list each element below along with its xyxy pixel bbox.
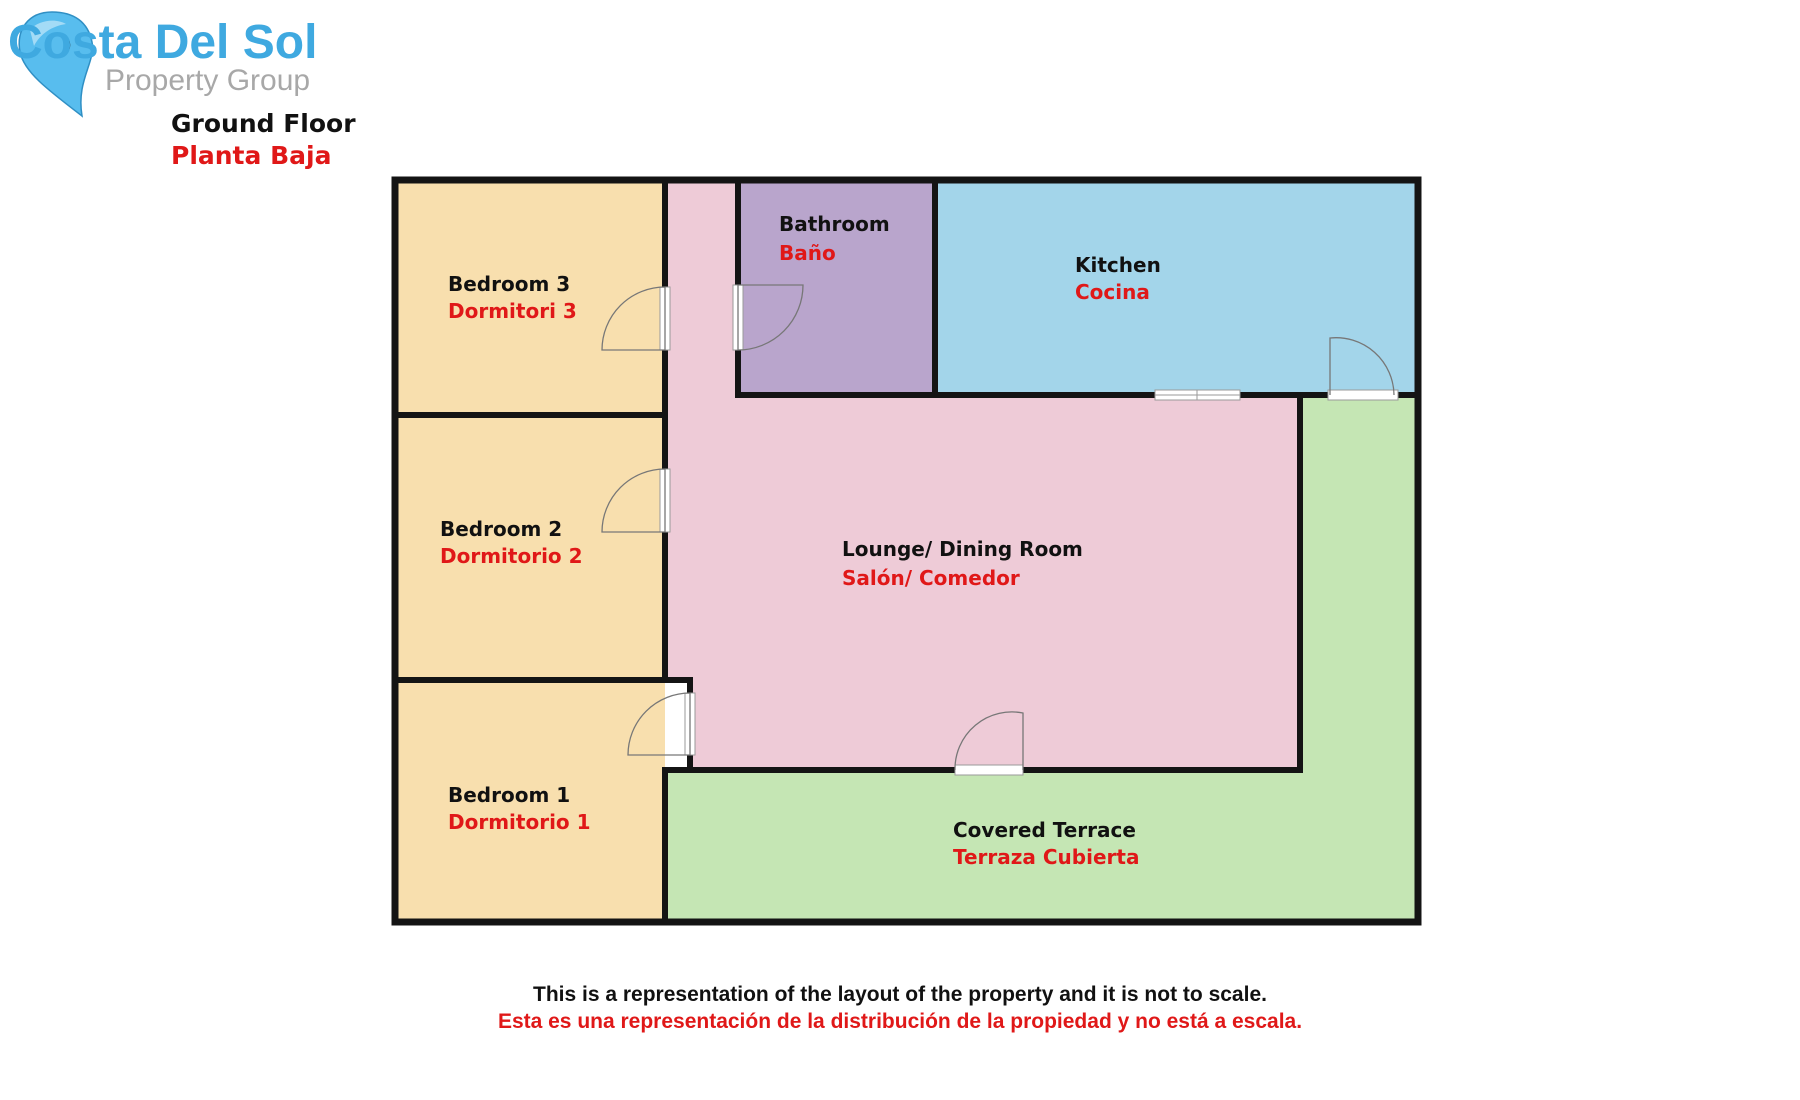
brand-tagline: Property Group [105, 64, 310, 97]
label-terrace-es: Terraza Cubierta [953, 845, 1139, 869]
kitchen-window [1154, 389, 1241, 401]
door-bathroom [737, 284, 804, 351]
label-kitchen-en: Kitchen [1075, 253, 1161, 277]
label-lounge-en: Lounge/ Dining Room [842, 537, 1083, 561]
room-kitchen [935, 180, 1418, 395]
room-bedroom-3 [395, 180, 665, 415]
brand-name: Costa Del Sol [8, 16, 317, 69]
door-kitchen [1329, 337, 1395, 396]
label-bedroom-1-en: Bedroom 1 [448, 783, 570, 807]
label-bedroom-2-es: Dormitorio 2 [440, 544, 583, 568]
room-bedroom-2 [395, 415, 665, 680]
label-bedroom-3-es: Dormitori 3 [448, 299, 577, 323]
door-bedroom-2 [601, 468, 666, 533]
door-bedroom-1 [627, 692, 691, 756]
floor-title-en: Ground Floor [171, 109, 356, 138]
label-bedroom-3-en: Bedroom 3 [448, 272, 570, 296]
room-bathroom [738, 180, 935, 395]
label-bedroom-1-es: Dormitorio 1 [448, 810, 591, 834]
label-bedroom-2-en: Bedroom 2 [440, 517, 562, 541]
company-logo: Costa Del Sol Property Group [8, 11, 317, 118]
room-bedroom-1 [395, 680, 665, 922]
disclaimer-en: This is a representation of the layout o… [533, 983, 1267, 1006]
room-lounge-dining [665, 180, 1300, 770]
map-pin-icon [18, 11, 94, 118]
room-covered-terrace [665, 395, 1418, 922]
label-terrace-en: Covered Terrace [953, 818, 1136, 842]
door-lounge-terrace [954, 711, 1024, 771]
label-lounge-es: Salón/ Comedor [842, 566, 1020, 590]
disclaimer-es: Esta es una representación de la distrib… [497, 1010, 1303, 1033]
label-bathroom-en: Bathroom [779, 212, 890, 236]
door-bedroom-3 [601, 286, 666, 351]
label-bathroom-es: Baño [779, 241, 836, 265]
floor-title-es: Planta Baja [171, 141, 332, 170]
doors [601, 284, 1399, 776]
label-kitchen-es: Cocina [1075, 280, 1150, 304]
